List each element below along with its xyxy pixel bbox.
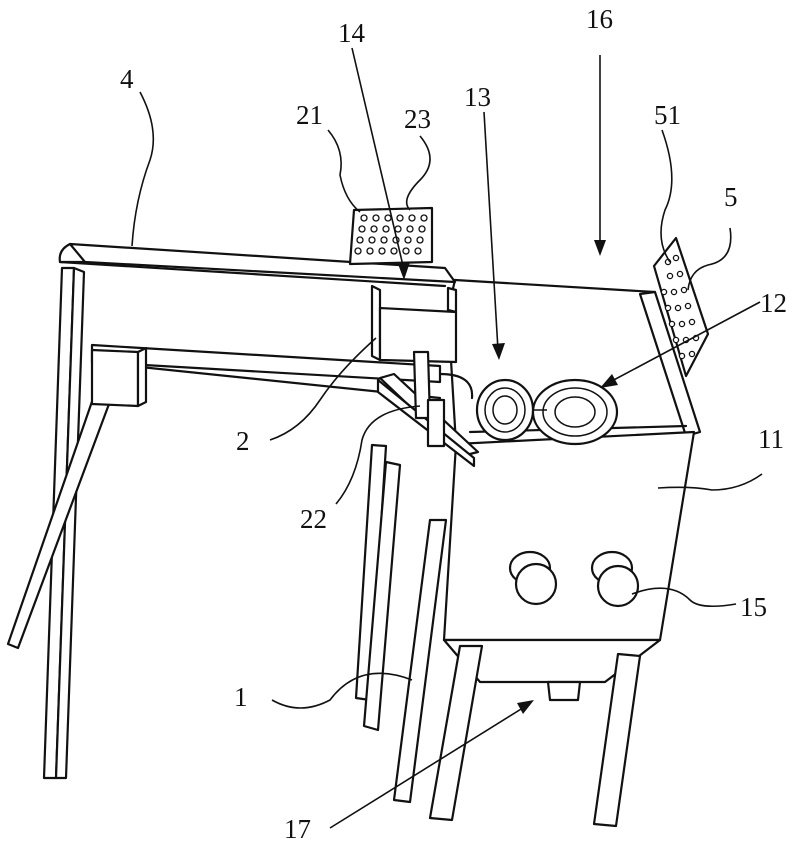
label-1: 1 bbox=[234, 682, 248, 712]
label-12: 12 bbox=[760, 288, 787, 318]
label-11: 11 bbox=[758, 424, 784, 454]
label-5: 5 bbox=[724, 182, 738, 212]
label-13: 13 bbox=[464, 82, 491, 112]
label-2: 2 bbox=[236, 426, 250, 456]
label-14: 14 bbox=[338, 18, 366, 48]
label-17: 17 bbox=[284, 814, 311, 844]
label-21: 21 bbox=[296, 100, 323, 130]
label-15: 15 bbox=[740, 592, 767, 622]
hopper-2 bbox=[372, 286, 456, 362]
label-23: 23 bbox=[404, 104, 431, 134]
label-4: 4 bbox=[120, 64, 134, 94]
label-22: 22 bbox=[300, 504, 327, 534]
label-51: 51 bbox=[654, 100, 681, 130]
rollers-12-13 bbox=[477, 380, 617, 444]
label-16: 16 bbox=[586, 4, 613, 34]
